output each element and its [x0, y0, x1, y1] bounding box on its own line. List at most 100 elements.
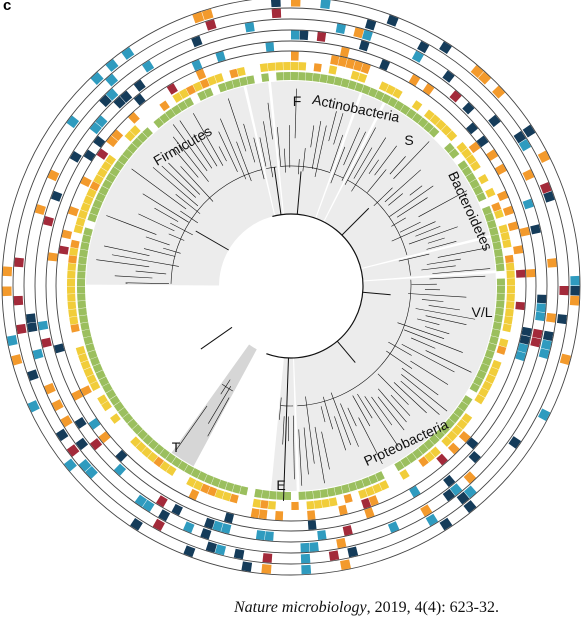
- ring-bar-green: [347, 80, 357, 90]
- ring-bar-yellow: [506, 286, 515, 294]
- ring-bar-green: [98, 376, 110, 387]
- ring-bar: [113, 463, 127, 476]
- ring-bar: [463, 500, 477, 514]
- tree-branch: [336, 340, 356, 363]
- tree-branch: [347, 407, 357, 427]
- ring-bar-yellow: [110, 413, 121, 424]
- tree-branch: [362, 291, 391, 296]
- ring-bar-yellow: [77, 209, 88, 220]
- ring-bar-yellow: [89, 181, 101, 192]
- tree-branch: [373, 187, 393, 207]
- tree-branch: [371, 396, 393, 426]
- ring-bar: [364, 507, 375, 519]
- ring-bar: [353, 60, 364, 72]
- tree-branch: [321, 431, 330, 470]
- ring-bar: [478, 71, 492, 85]
- ring-bar-green: [239, 485, 249, 496]
- ring-bar: [111, 129, 124, 142]
- tree-branch: [170, 222, 193, 236]
- ring-bar-yellow: [97, 167, 108, 178]
- ring-bar: [360, 62, 371, 74]
- ring-bar-green: [184, 97, 194, 108]
- ring-bar: [301, 564, 312, 575]
- ring-bar: [458, 430, 471, 443]
- ring-bar: [44, 382, 56, 395]
- ring-bar: [379, 59, 391, 71]
- ring-bar-green: [298, 72, 306, 81]
- ring-bar-green: [118, 407, 129, 418]
- ring-bar-green: [453, 407, 465, 418]
- ring-bar: [98, 431, 111, 444]
- tree-branch: [168, 162, 201, 195]
- ring-bar-green: [496, 278, 505, 286]
- tree-branch: [408, 293, 467, 298]
- ring-bar: [368, 495, 379, 507]
- ring-bar: [538, 408, 551, 421]
- tree-branch: [425, 350, 472, 373]
- ring-bar-yellow: [498, 224, 509, 234]
- ring-bar-green: [232, 78, 241, 88]
- tree-branch: [314, 426, 325, 484]
- tree-branch: [282, 357, 289, 501]
- ring-bar-green: [90, 356, 101, 367]
- ring-bar-green: [444, 418, 455, 429]
- ring-bar-yellow: [506, 270, 515, 279]
- ring-bar-green: [312, 489, 321, 499]
- ring-bar-yellow: [385, 84, 396, 96]
- ring-bar: [537, 150, 551, 164]
- ring-bar-green: [400, 456, 411, 468]
- tree-branch: [106, 215, 157, 235]
- ring-bar: [411, 50, 424, 63]
- ring-bar-green: [165, 452, 176, 464]
- tree-branch: [161, 165, 196, 198]
- ring-bar: [192, 11, 205, 24]
- tree-branch: [298, 429, 303, 486]
- tree-branch: [142, 193, 189, 223]
- ring-bar-green: [444, 142, 455, 154]
- ring-bar-green: [495, 263, 505, 272]
- ring-bar: [442, 488, 456, 502]
- ring-bar-yellow: [372, 483, 383, 494]
- tree-branch: [415, 308, 476, 320]
- ring-bar-yellow: [451, 424, 463, 436]
- ring-bar: [130, 517, 143, 531]
- ring-outline: [34, 29, 548, 543]
- tree-branch: [218, 146, 227, 162]
- ring-bar: [95, 115, 108, 128]
- ring-bar: [250, 508, 260, 519]
- ring-bar-yellow: [505, 301, 515, 310]
- ring-bar: [507, 221, 519, 232]
- tree-branch: [297, 279, 412, 407]
- ring-bar: [345, 58, 356, 70]
- ring-bar: [88, 418, 101, 430]
- clade-sector: [86, 86, 275, 286]
- ring-bar: [241, 561, 253, 572]
- ring-bar-yellow: [70, 323, 80, 333]
- ring-bar: [439, 41, 452, 55]
- ring-bar-green: [98, 185, 109, 196]
- ring-bar: [275, 510, 284, 521]
- ring-bar: [13, 295, 24, 306]
- ring-bar-yellow: [179, 88, 190, 99]
- ring-bar-yellow: [129, 125, 141, 136]
- ring-bar: [497, 190, 509, 202]
- ring-bar-green: [394, 100, 405, 112]
- ring-bar-yellow: [200, 483, 211, 494]
- ring-bar-green: [268, 72, 277, 82]
- ring-bar-green: [77, 271, 86, 279]
- ring-bar-yellow: [470, 160, 481, 172]
- ring-bar: [439, 517, 453, 531]
- tree-branch: [426, 241, 457, 250]
- ring-bar: [60, 415, 73, 428]
- tree-branch: [403, 329, 463, 353]
- ring-bar: [420, 504, 433, 517]
- tree-branch: [243, 123, 256, 163]
- ring-bar-green: [457, 401, 469, 412]
- ring-bar-green: [494, 256, 504, 265]
- tree-branch: [391, 221, 436, 242]
- tree-branch: [409, 185, 423, 196]
- ring-bar: [361, 29, 373, 41]
- ring-bar: [291, 0, 301, 7]
- clade-sector: [246, 82, 283, 216]
